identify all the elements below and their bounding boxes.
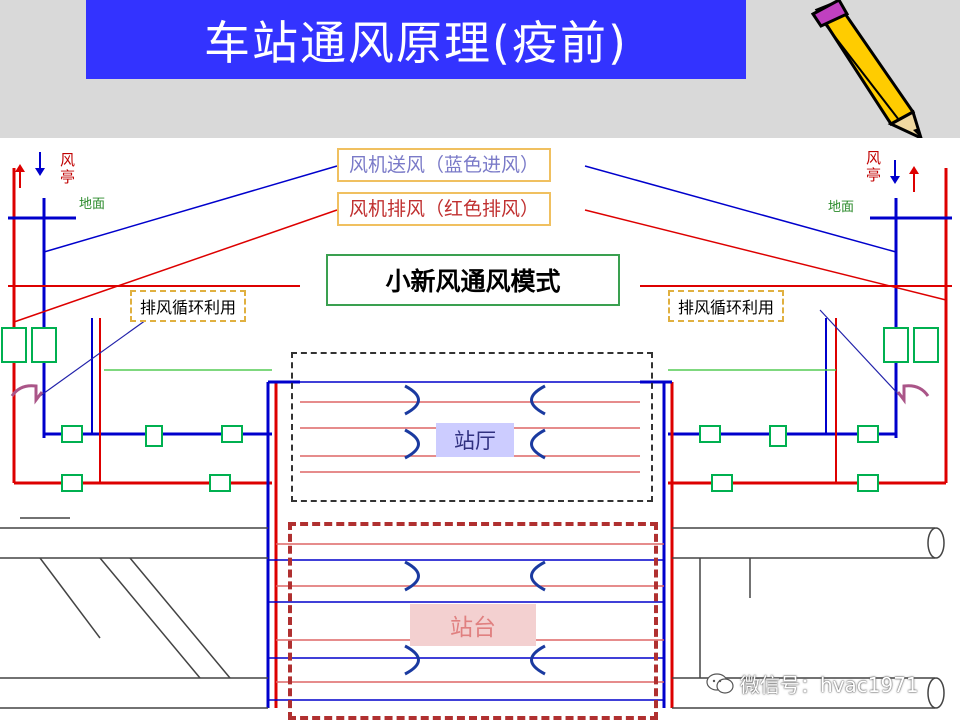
ground-label-right: 地面 <box>828 200 855 215</box>
concourse-zone <box>291 352 653 502</box>
watermark-text: 微信号：hvac1971 <box>740 673 919 697</box>
slide-title: 车站通风原理(疫前) <box>86 0 746 79</box>
platform-label: 站台 <box>410 604 536 646</box>
supply-legend: 风机送风（蓝色进风） <box>337 148 552 182</box>
exhaust-legend: 风机排风（红色排风） <box>337 192 552 226</box>
recirculation-label-right: 排风循环利用 <box>668 290 785 322</box>
concourse-label: 站厅 <box>436 423 514 457</box>
platform-zone <box>288 522 658 720</box>
mode-label: 小新风通风模式 <box>326 254 620 306</box>
ventilation-diagram: 风机送风（蓝色进风） 风机排风（红色排风） 小新风通风模式 排风循环利用 排风循… <box>0 138 960 720</box>
wechat-icon <box>706 672 734 694</box>
watermark: 微信号：hvac1971 <box>706 669 919 698</box>
ground-label-left: 地面 <box>79 197 106 212</box>
air-shaft-label-left: 风亭 <box>60 151 76 186</box>
air-shaft-label-right: 风亭 <box>866 149 882 184</box>
recirculation-label-left: 排风循环利用 <box>130 290 247 322</box>
pencil-icon <box>810 0 924 140</box>
